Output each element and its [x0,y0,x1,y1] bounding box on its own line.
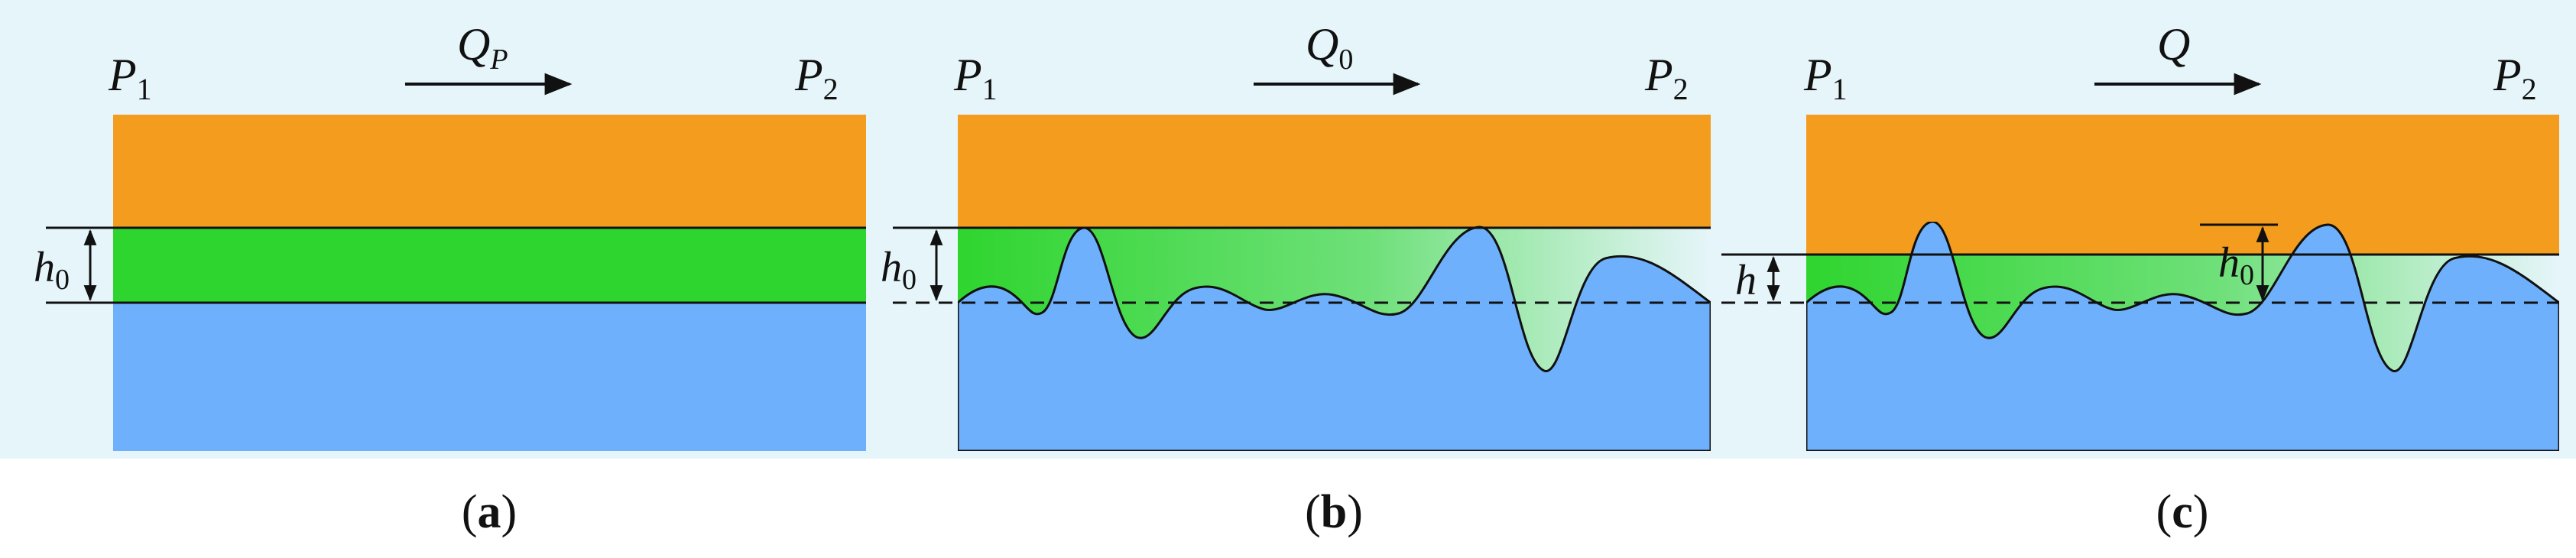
inlet-pressure-label: P1 [108,50,152,106]
inner-gap-label: h0 [2218,239,2254,291]
rough-lower-surface [1806,220,2559,451]
upper-solid-block [958,115,1711,228]
gap-label: h0 [881,244,917,296]
upper-solid-block [113,115,866,228]
outlet-pressure-label: P2 [1644,50,1689,106]
flow-rate-label: Q0 [1306,19,1353,76]
outlet-pressure-label: P2 [2493,50,2537,106]
gap-label: h0 [34,244,70,296]
lower-solid-block [113,303,866,451]
caption-a: (a) [462,486,517,538]
panel-b: h0 P1 P2 Q0 (b) [881,19,1711,538]
inlet-pressure-label: P1 [953,50,998,106]
fluid-film [113,228,866,303]
outlet-pressure-label: P2 [794,50,839,106]
inlet-pressure-label: P1 [1803,50,1848,106]
upper-solid-cap [1806,115,2559,222]
gap-label: h [1735,257,1757,304]
panel-a: h0 P1 P2 QP (a) [34,19,866,538]
rough-lower-surface [958,225,1711,451]
caption-b: (b) [1305,486,1363,538]
flow-rate-label: Q [2157,19,2190,70]
panel-c: h h0 P1 P2 Q (c) [1721,19,2559,538]
caption-c: (c) [2156,486,2209,538]
flow-rate-label: QP [457,19,508,76]
